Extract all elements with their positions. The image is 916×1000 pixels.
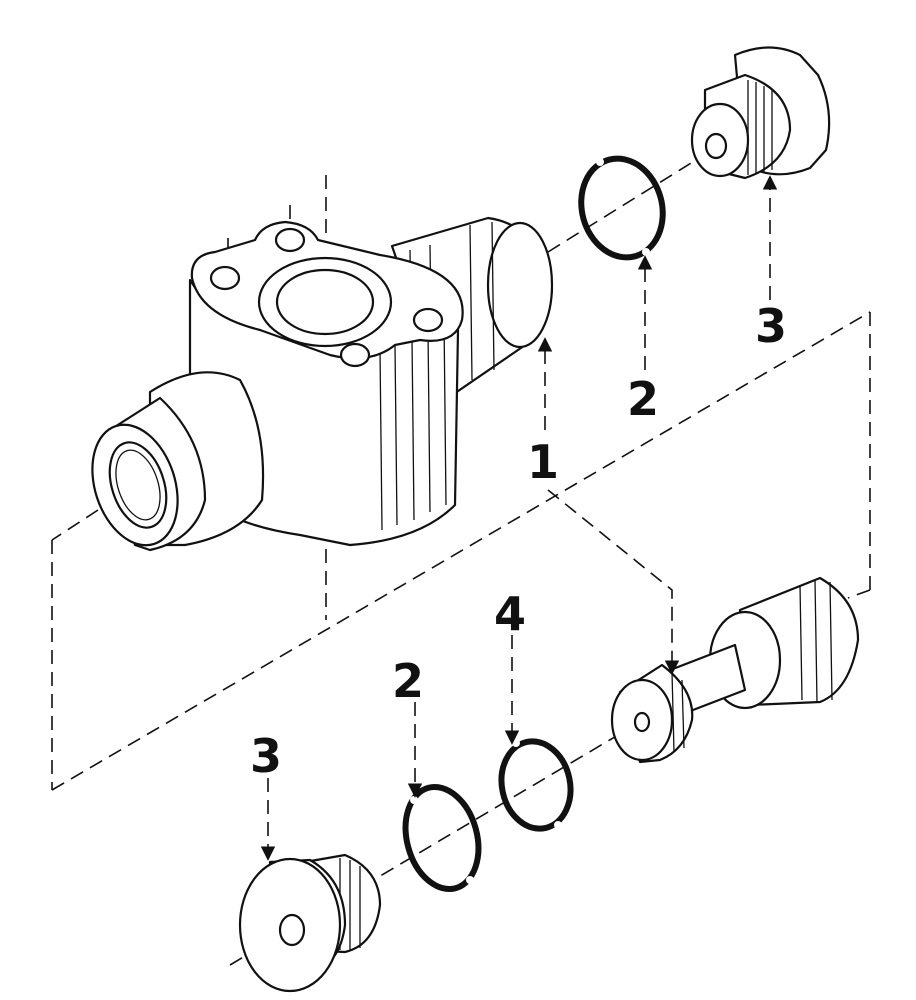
lower-plug (238, 853, 382, 993)
callout-3-lower: 3 (250, 729, 282, 783)
valve-body (91, 216, 554, 552)
axis-line-upper (547, 149, 713, 253)
flange-bolt-hole-2 (274, 227, 306, 253)
upper-plug-hole (704, 132, 728, 160)
lower-o-ring-2 (402, 783, 482, 893)
guide-line-right-short (847, 589, 871, 599)
upper-plug (690, 46, 831, 180)
leader-arrow-icon (547, 489, 680, 675)
flange-port-inner (275, 268, 375, 336)
callout-4: 4 (494, 587, 526, 641)
flange-bolt-hole-1 (209, 265, 241, 291)
callout-2-lower: 2 (392, 654, 424, 708)
body-right-boss-face (486, 221, 554, 349)
flange-bolt-hole-4 (339, 342, 371, 368)
valve-spool (610, 576, 860, 764)
callout-3-upper: 3 (755, 299, 787, 353)
upper-o-ring (578, 155, 666, 261)
guide-line-left-top (51, 509, 99, 541)
spool-orifice (633, 711, 651, 733)
leader-arrows (260, 175, 778, 861)
body-left-port-thread (108, 441, 168, 529)
lower-o-ring-4 (498, 738, 574, 832)
callout-labels: 3 2 1 4 2 3 (250, 299, 787, 783)
callout-2-upper: 2 (627, 372, 659, 426)
flange-bolt-hole-3 (412, 307, 444, 333)
guide-line-long-diagonal (51, 311, 871, 791)
lower-plug-hole (278, 913, 306, 947)
callout-1: 1 (527, 435, 559, 489)
